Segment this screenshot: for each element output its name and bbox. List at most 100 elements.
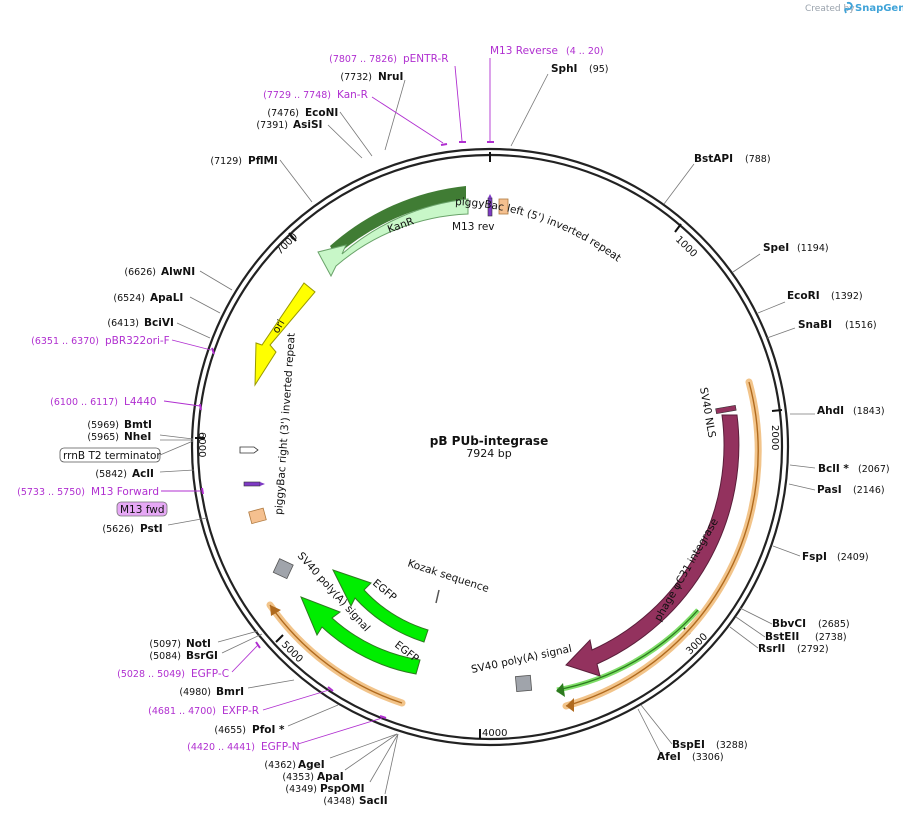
snapgene-logo bbox=[844, 1, 853, 14]
svg-text:L4440: L4440 bbox=[124, 396, 157, 408]
enzyme-BspEI: BspEI (3288) bbox=[672, 739, 748, 751]
sv40-polya-left-box bbox=[272, 558, 294, 580]
svg-text:(5626): (5626) bbox=[102, 524, 134, 535]
svg-text:BciVI: BciVI bbox=[144, 317, 174, 329]
svg-text:(6100 .. 6117): (6100 .. 6117) bbox=[50, 397, 118, 408]
svg-text:BstEII: BstEII bbox=[765, 631, 799, 643]
svg-text:(4681 .. 4700): (4681 .. 4700) bbox=[148, 706, 216, 717]
svg-text:AclI: AclI bbox=[132, 468, 154, 480]
svg-text:pENTR-R: pENTR-R bbox=[403, 53, 449, 65]
enzyme-AgeI: (4362) AgeI bbox=[264, 759, 324, 771]
egfp-arrow-1 bbox=[332, 569, 429, 643]
svg-text:(7391): (7391) bbox=[256, 120, 288, 131]
primer-pBR322ori-F: (6351 .. 6370) pBR322ori-F bbox=[31, 335, 170, 347]
backbone-outer bbox=[190, 147, 790, 747]
enzyme-EcoNI: (7476) EcoNI bbox=[267, 107, 338, 119]
primer-leader-lines bbox=[161, 58, 491, 745]
svg-text:NruI: NruI bbox=[378, 71, 403, 83]
enzyme-BsrGI: (5084) BsrGI bbox=[149, 650, 218, 662]
svg-text:(4980): (4980) bbox=[179, 687, 211, 698]
svg-text:FspI: FspI bbox=[802, 551, 827, 563]
integrase-arrow bbox=[565, 414, 740, 677]
svg-text:(6626): (6626) bbox=[124, 267, 156, 278]
enzyme-AhdI: AhdI (1843) bbox=[817, 405, 885, 417]
svg-text:NheI: NheI bbox=[124, 431, 151, 443]
svg-text:PasI: PasI bbox=[817, 484, 842, 496]
svg-text:(6351 .. 6370): (6351 .. 6370) bbox=[31, 336, 99, 347]
orange-arc-right-core bbox=[565, 381, 759, 707]
svg-text:BstAPI: BstAPI bbox=[694, 153, 733, 165]
svg-text:BsrGI: BsrGI bbox=[186, 650, 218, 662]
svg-text:Kan-R: Kan-R bbox=[337, 89, 368, 101]
kozak-label: Kozak sequence bbox=[406, 557, 490, 595]
svg-text:PspOMI: PspOMI bbox=[320, 783, 365, 795]
created-by-text: Created by bbox=[805, 4, 855, 14]
enzyme-SnaBI: SnaBI (1516) bbox=[798, 319, 877, 331]
svg-text:BspEI: BspEI bbox=[672, 739, 705, 751]
enzyme-BbvCI: BbvCI (2685) bbox=[772, 618, 850, 630]
enzyme-RsrII: RsrII (2792) bbox=[758, 643, 829, 655]
svg-text:(2792): (2792) bbox=[797, 644, 829, 655]
svg-text:(5028 .. 5049): (5028 .. 5049) bbox=[117, 669, 185, 680]
enzyme-PflMI: (7129) PflMI bbox=[210, 155, 277, 167]
enzyme-SphI: SphI (95) bbox=[551, 63, 609, 75]
primer-pENTR-R: (7807 .. 7826) pENTR-R bbox=[329, 53, 448, 65]
enzyme-SpeI: SpeI (1194) bbox=[763, 242, 829, 254]
enzyme-ApaI: (4353) ApaI bbox=[282, 771, 343, 783]
svg-text:(5733 .. 5750): (5733 .. 5750) bbox=[17, 487, 85, 498]
enzyme-PspOMI: (4349) PspOMI bbox=[285, 783, 364, 795]
primer-Kan-R: (7729 .. 7748) Kan-R bbox=[263, 89, 368, 101]
svg-text:(1843): (1843) bbox=[853, 406, 885, 417]
enzyme-NruI: (7732) NruI bbox=[340, 71, 403, 83]
svg-text:(3306): (3306) bbox=[692, 752, 724, 763]
plasmid-length: 7924 bp bbox=[466, 447, 511, 460]
enzyme-PfoI: (4655) PfoI * bbox=[214, 724, 285, 736]
enzyme-NheI: (5965) NheI bbox=[87, 431, 151, 443]
svg-text:(3288): (3288) bbox=[716, 740, 748, 751]
svg-text:(7807 .. 7826): (7807 .. 7826) bbox=[329, 54, 397, 65]
m13rev-label: M13 rev bbox=[452, 221, 495, 233]
svg-text:PflMI: PflMI bbox=[248, 155, 278, 167]
svg-text:(2067): (2067) bbox=[858, 464, 890, 475]
svg-text:AfeI: AfeI bbox=[657, 751, 681, 763]
snapgene-brand: SnapGene bbox=[855, 3, 903, 14]
sv40-nls-label: SV40 NLS bbox=[697, 386, 718, 439]
enzyme-PasI: PasI (2146) bbox=[817, 484, 885, 496]
svg-text:(7732): (7732) bbox=[340, 72, 372, 83]
svg-text:AlwNI: AlwNI bbox=[161, 266, 195, 278]
svg-text:AhdI: AhdI bbox=[817, 405, 844, 417]
enzyme-BciVI: (6413) BciVI bbox=[107, 317, 173, 329]
ori-arrow bbox=[254, 282, 316, 387]
tick-label-2000: 2000 bbox=[769, 425, 780, 450]
svg-text:EXFP-R: EXFP-R bbox=[222, 705, 259, 717]
primer-L4440: (6100 .. 6117) L4440 bbox=[50, 396, 156, 408]
svg-text:M13 Forward: M13 Forward bbox=[91, 486, 159, 498]
enzyme-ApaLI: (6524) ApaLI bbox=[113, 292, 183, 304]
svg-text:(4655): (4655) bbox=[214, 725, 246, 736]
svg-text:M13 Reverse: M13 Reverse bbox=[490, 45, 558, 57]
svg-text:(6524): (6524) bbox=[113, 293, 145, 304]
svg-text:(4362): (4362) bbox=[264, 760, 296, 771]
svg-text:EGFP-N: EGFP-N bbox=[261, 741, 300, 753]
svg-text:AgeI: AgeI bbox=[298, 759, 325, 771]
tick-marks bbox=[195, 152, 783, 739]
enzyme-AsiSI: (7391) AsiSI bbox=[256, 119, 322, 131]
enzyme-EcoRI: EcoRI (1392) bbox=[787, 290, 863, 302]
svg-text:(5084): (5084) bbox=[149, 651, 181, 662]
enzyme-NotI: (5097) NotI bbox=[149, 638, 211, 650]
svg-text:EcoRI: EcoRI bbox=[787, 290, 820, 302]
enzyme-FspI: FspI (2409) bbox=[802, 551, 869, 563]
sv40-polya-right-label: SV40 poly(A) signal bbox=[470, 643, 573, 676]
svg-text:SnaBI: SnaBI bbox=[798, 319, 832, 331]
svg-text:(2685): (2685) bbox=[818, 619, 850, 630]
rrnB-terminator-label: rrnB T2 terminator bbox=[59, 447, 161, 463]
svg-text:RsrII: RsrII bbox=[758, 643, 785, 655]
ori-label: ori bbox=[270, 318, 287, 336]
svg-text:(4353): (4353) bbox=[282, 772, 314, 783]
svg-text:(4 .. 20): (4 .. 20) bbox=[566, 46, 604, 57]
svg-text:BmrI: BmrI bbox=[216, 686, 244, 698]
tick-label-6000: 6000 bbox=[196, 432, 207, 457]
svg-text:(5965): (5965) bbox=[87, 432, 119, 443]
enzyme-SphI-pos: (95) bbox=[589, 64, 609, 75]
svg-text:ApaLI: ApaLI bbox=[150, 292, 183, 304]
